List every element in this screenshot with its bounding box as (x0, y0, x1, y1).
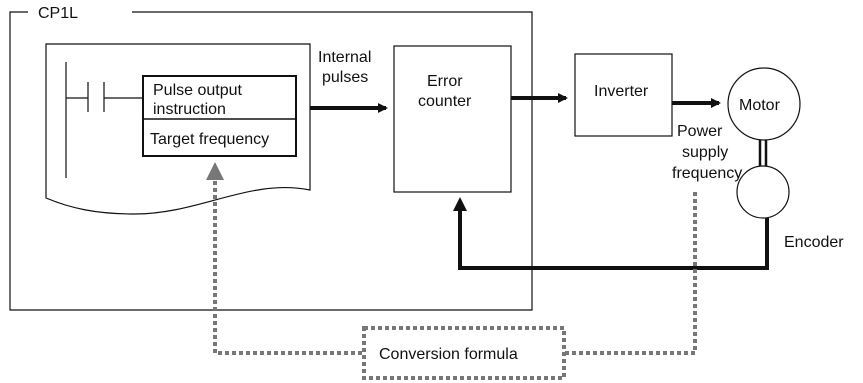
motor-circle (727, 67, 801, 141)
encoder-label: Encoder (784, 234, 844, 251)
conversion-formula-box (362, 326, 566, 380)
error-counter-label-1: Error (427, 73, 463, 90)
inverter-block (574, 53, 673, 137)
motor-label: Motor (739, 97, 781, 114)
instruction-label: instruction (153, 101, 226, 118)
encoder-circle (736, 165, 790, 219)
power-supply-label-2: supply (682, 144, 728, 161)
target-frequency-label: Target frequency (150, 131, 269, 148)
dotted-target-arrowhead (206, 162, 224, 180)
ladder-rung (65, 62, 143, 178)
power-supply-label-3: frequency (672, 165, 742, 182)
cp1l-label: CP1L (38, 5, 78, 22)
pulse-output-label: Pulse output (153, 82, 243, 99)
error-counter-label-2: counter (418, 93, 472, 110)
cp1l-frame (9, 11, 533, 311)
dotted-frequency-path (565, 190, 697, 355)
internal-pulses-label-2: pulses (322, 69, 368, 86)
error-counter-block (393, 45, 512, 193)
inverter-label: Inverter (594, 83, 649, 100)
feedback-line (453, 197, 769, 270)
conversion-formula-label: Conversion formula (379, 346, 518, 363)
dotted-target-path (213, 178, 362, 355)
internal-pulses-label-1: Internal (318, 49, 371, 66)
program-sheet (45, 43, 311, 215)
pulse-output-instruction-box (142, 75, 297, 157)
power-supply-label-1: Power (677, 123, 723, 140)
